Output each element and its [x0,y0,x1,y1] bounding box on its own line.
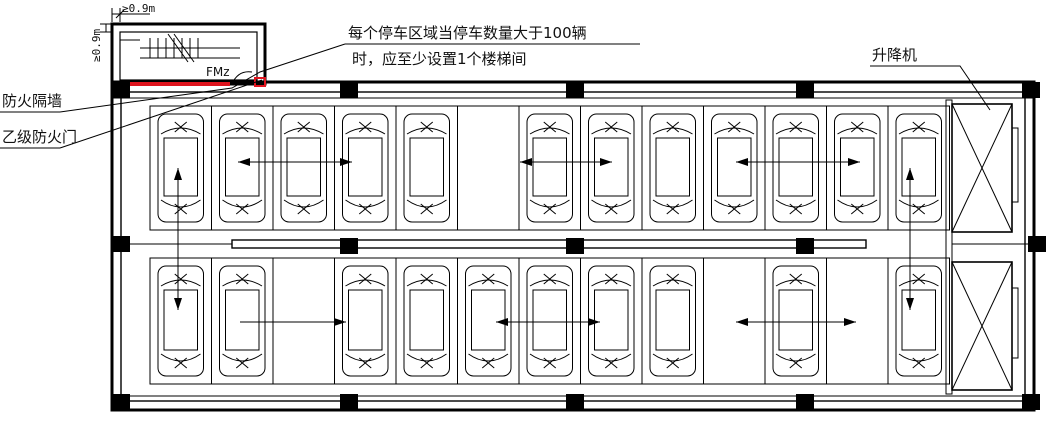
car-icon [895,113,942,223]
upper-parking-row [149,105,950,231]
column-14 [796,394,814,410]
direction-arrow [906,168,914,310]
car-icon [526,113,573,223]
column-4 [796,82,814,98]
car-icon [465,265,512,377]
lower-slot-12 [826,257,889,385]
lower-slot-8 [580,257,643,385]
lower-slot-11 [764,257,827,385]
direction-arrow [496,318,600,326]
door-code-label: FMz [206,65,230,79]
column-10 [1028,236,1046,252]
column-15 [1022,394,1040,410]
car-icon [772,265,819,377]
column-9 [796,238,814,254]
car-icon [157,113,204,223]
lower-slot-1 [149,257,212,385]
car-icon [403,265,450,377]
lower-slot-13 [887,257,950,385]
firewall-label: 防火隔墙 [2,92,62,110]
drive-aisle [112,239,1034,249]
car-icon [649,113,696,223]
upper-slot-11 [764,105,827,231]
leader-lines [0,43,991,149]
lower-parking-row [149,257,950,385]
car-icon [588,265,635,377]
upper-slot-10 [703,105,766,231]
column-5 [1022,82,1040,98]
upper-slot-12 [826,105,889,231]
car-icon [342,113,389,223]
car-icon [526,265,573,377]
car-icon [157,265,204,377]
movement-arrows [174,158,914,326]
lower-slot-4 [334,257,397,385]
lower-slot-7 [518,257,581,385]
car-icon [649,265,696,377]
dim-vertical-label: ≥0.9m [90,29,103,62]
car-icon [219,113,266,223]
structural-columns [112,82,1046,410]
car-icon [403,113,450,223]
upper-slot-3 [272,105,335,231]
lower-slot-5 [395,257,458,385]
upper-slot-8 [580,105,643,231]
car-icon [280,113,327,223]
column-12 [340,394,358,410]
dim-horizontal-label: ≥0.9m [122,2,155,15]
fire-door-label: 乙级防火门 [2,128,77,146]
column-2 [340,82,358,98]
upper-slot-13 [887,105,950,231]
car-icon [342,265,389,377]
column-7 [340,238,358,254]
direction-arrow [240,318,346,326]
staircase [110,22,267,86]
car-icon [711,113,758,223]
lower-slot-2 [211,257,274,385]
stair-rule-text-line2: 时，应至少设置1个楼梯间 [352,50,527,68]
upper-slot-1 [149,105,212,231]
dimension-marks [100,8,150,33]
lower-slot-10 [703,257,766,385]
direction-arrow [736,158,860,166]
direction-arrow [736,318,856,326]
upper-slot-6 [457,105,520,231]
upper-slot-4 [334,105,397,231]
column-11 [112,394,130,410]
car-icon [834,113,881,223]
column-6 [112,236,130,252]
column-3 [566,82,584,98]
direction-arrow [238,158,352,166]
column-1 [112,82,130,98]
lift-shafts [945,99,1019,395]
car-icon [588,113,635,223]
stair-rule-text-line1: 每个停车区域当停车数量大于100辆 [348,24,587,42]
upper-slot-2 [211,105,274,231]
direction-arrow [174,168,182,310]
car-icon [895,265,942,377]
lower-slot-9 [641,257,704,385]
column-8 [566,238,584,254]
column-13 [566,394,584,410]
direction-arrow [520,158,612,166]
lower-slot-3 [272,257,335,385]
lift-label: 升降机 [872,46,917,64]
upper-slot-7 [518,105,581,231]
car-icon [772,113,819,223]
car-icon [219,265,266,377]
upper-slot-9 [641,105,704,231]
lower-slot-6 [457,257,520,385]
upper-slot-5 [395,105,458,231]
